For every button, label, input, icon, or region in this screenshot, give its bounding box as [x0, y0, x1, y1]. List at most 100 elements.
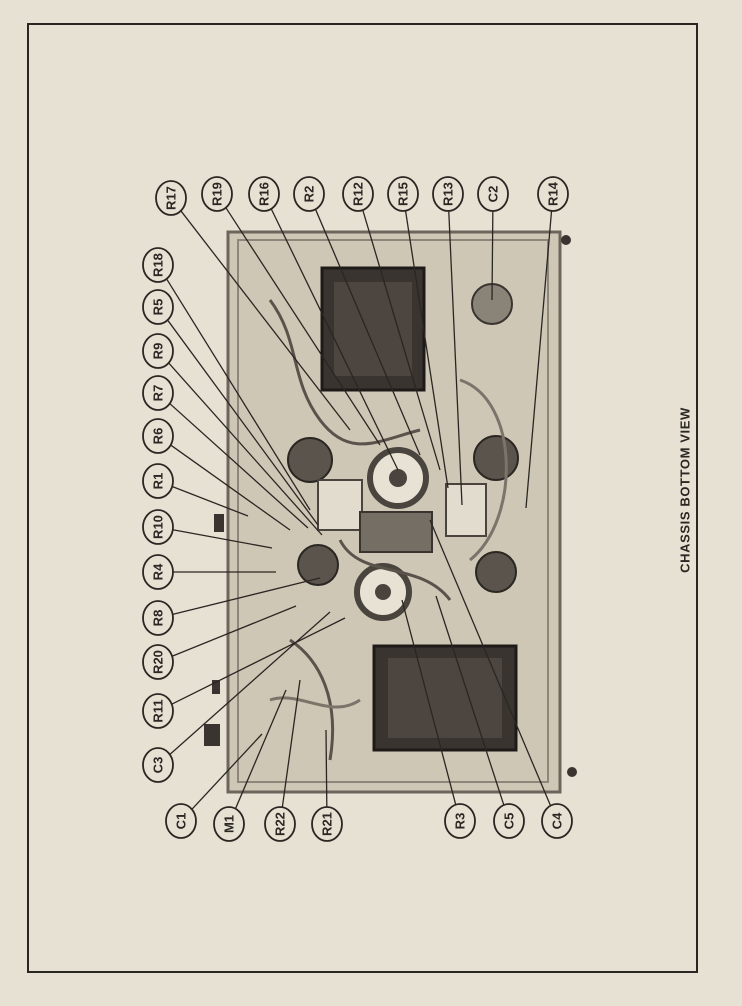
callout-bubble	[432, 176, 464, 212]
callout-bubble	[142, 418, 174, 454]
callout-label: R4	[151, 563, 166, 580]
leader-line-r13	[448, 210, 463, 506]
callout-bubble	[477, 176, 509, 212]
stud	[567, 767, 577, 777]
chassis-photo	[204, 230, 577, 794]
leader-line-m1	[234, 689, 287, 809]
callout-bubble	[311, 806, 343, 842]
callout-bubble	[387, 176, 419, 212]
callout-label: R2	[302, 186, 317, 203]
callout-label: R17	[164, 186, 179, 210]
callout-bubble	[142, 554, 174, 590]
callout-label: R19	[210, 182, 225, 206]
leader-line-r8	[172, 577, 321, 616]
leader-line-r11	[171, 617, 346, 705]
callout-label: R20	[151, 650, 166, 674]
callout-bubble	[213, 806, 245, 842]
callout-r6: R6	[142, 418, 174, 454]
stud	[204, 724, 220, 746]
leader-line-r7	[169, 403, 309, 529]
callout-label: R7	[151, 385, 166, 402]
callout-r17: R17	[155, 180, 187, 216]
callout-bubble	[142, 333, 174, 369]
callout-bubble	[142, 600, 174, 636]
callout-r16: R16	[248, 176, 280, 212]
callout-label: C5	[502, 813, 517, 830]
callout-label: R3	[453, 813, 468, 830]
leader-line-r5	[167, 319, 319, 526]
callout-bubble	[541, 803, 573, 839]
callout-label: R11	[151, 699, 166, 722]
callout-label: C3	[151, 757, 166, 774]
leader-line-r22	[281, 679, 301, 808]
callout-label: R10	[151, 515, 166, 539]
callout-label: C4	[550, 812, 565, 829]
stud	[212, 680, 220, 694]
callout-r19: R19	[201, 176, 233, 212]
callout-bubble	[537, 176, 569, 212]
callout-label: R5	[151, 299, 166, 316]
callout-c4: C4	[541, 803, 573, 839]
leader-line-r18	[166, 278, 311, 511]
top-transformer-core	[334, 282, 412, 376]
callout-label: R21	[320, 812, 335, 836]
callout-r8: R8	[142, 600, 174, 636]
callout-r7: R7	[142, 375, 174, 411]
callout-bubble	[201, 176, 233, 212]
callout-r4: R4	[142, 554, 174, 590]
caption: CHASSIS BOTTOM VIEW	[677, 407, 693, 573]
callout-r5: R5	[142, 289, 174, 325]
callout-label: R16	[257, 182, 272, 206]
callout-r1: R1	[142, 463, 174, 499]
chassis-inner-edge	[237, 239, 549, 783]
callout-r13: R13	[432, 176, 464, 212]
leader-line-r9	[168, 362, 323, 536]
tube-socket	[475, 551, 517, 593]
callout-r21: R21	[311, 806, 343, 842]
leader-line-r16	[270, 208, 399, 471]
leader-lines	[166, 207, 553, 810]
tube-socket	[473, 435, 519, 481]
leader-line-c3	[169, 611, 331, 755]
callout-label: R6	[151, 428, 166, 445]
callout-bubble	[444, 803, 476, 839]
callout-label: R14	[546, 181, 561, 206]
terminal-board	[445, 483, 487, 537]
capacitor-block	[359, 511, 433, 553]
leader-line-r3	[401, 599, 457, 805]
leader-line-r12	[362, 209, 441, 471]
leader-line-r20	[171, 605, 297, 657]
leader-line-r6	[170, 444, 291, 531]
wire	[459, 378, 508, 562]
callout-label: M1	[222, 815, 237, 833]
callout-r10: R10	[142, 509, 174, 545]
leader-line-r17	[180, 210, 351, 431]
callout-label: R9	[151, 343, 166, 360]
callout-bubble	[264, 806, 296, 842]
callout-r20: R20	[142, 644, 174, 680]
callout-bubble	[142, 509, 174, 545]
stud	[561, 235, 571, 245]
callout-bubble	[142, 644, 174, 680]
callout-bubble	[142, 693, 174, 729]
callout-label: C1	[174, 813, 189, 830]
callout-r3: R3	[444, 803, 476, 839]
leader-line-c2	[491, 210, 494, 301]
octal-socket-center	[389, 469, 407, 487]
leader-line-r15	[404, 210, 449, 489]
callout-r9: R9	[142, 333, 174, 369]
callout-label: C2	[486, 186, 501, 203]
callout-label: R18	[151, 253, 166, 277]
callout-r22: R22	[264, 806, 296, 842]
callout-r12: R12	[342, 176, 374, 212]
callout-bubble	[293, 176, 325, 212]
callout-label: R12	[351, 182, 366, 206]
tube-socket	[287, 437, 333, 483]
callout-bubble	[142, 463, 174, 499]
callout-bubble	[165, 803, 197, 839]
leader-line-c1	[191, 733, 263, 810]
leader-line-r21	[325, 729, 328, 808]
callout-r14: R14	[537, 176, 569, 212]
callout-bubble	[248, 176, 280, 212]
